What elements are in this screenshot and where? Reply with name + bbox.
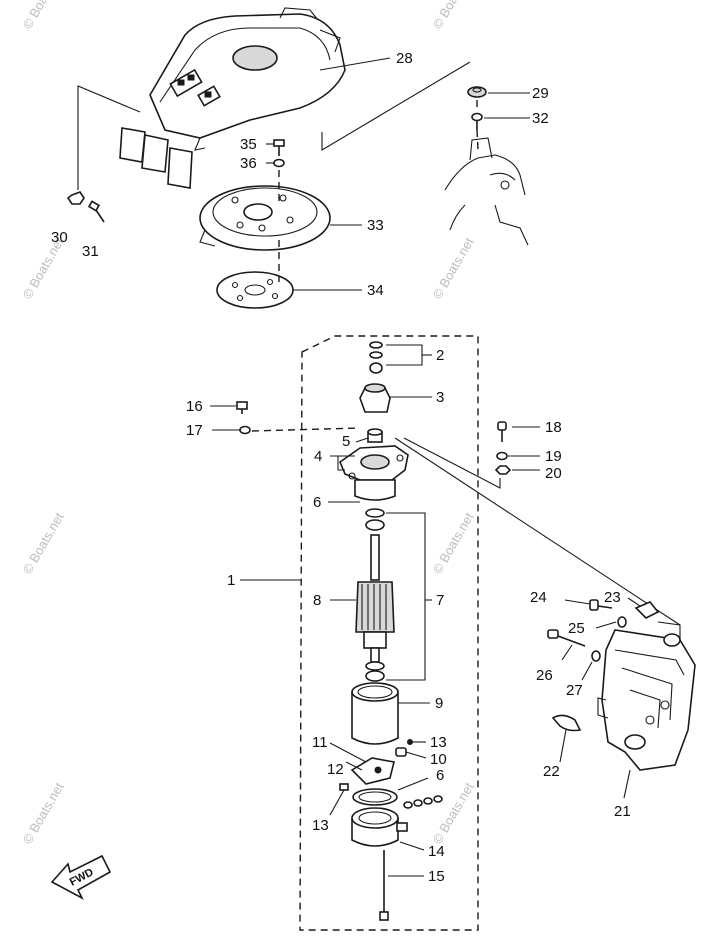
bolt-24 xyxy=(589,599,613,611)
starter-group-box xyxy=(299,335,479,931)
clamp-23 xyxy=(634,601,660,619)
lower-cover-14 xyxy=(351,807,408,847)
callout-1: 1 xyxy=(227,572,235,589)
bolt-31 xyxy=(87,200,105,223)
upper-bracket-4 xyxy=(339,445,409,501)
callout-21: 21 xyxy=(614,803,631,820)
fwd-arrow: FWD xyxy=(50,854,112,900)
pinion-3 xyxy=(359,383,391,413)
callout-23: 23 xyxy=(604,589,621,606)
callout-6-lower: 6 xyxy=(436,767,444,784)
clip-22 xyxy=(551,714,582,732)
collar-5 xyxy=(367,428,383,443)
callout-3: 3 xyxy=(436,389,444,406)
brush-13-upper xyxy=(407,739,413,745)
flywheel-cover xyxy=(119,7,346,189)
watermark: © Boats.net xyxy=(20,510,67,577)
callout-14: 14 xyxy=(428,843,445,860)
callout-10: 10 xyxy=(430,751,447,768)
washer-17 xyxy=(239,425,251,435)
washer-6-upper xyxy=(365,508,385,531)
watermark: © Boats.net xyxy=(20,0,67,31)
callout-30: 30 xyxy=(51,229,68,246)
plate-gasket xyxy=(216,271,294,309)
washer-7-lower xyxy=(365,661,385,682)
callout-15: 15 xyxy=(428,868,445,885)
callout-25: 25 xyxy=(568,620,585,637)
callout-36: 36 xyxy=(240,155,257,172)
callout-labels: 1 2 3 4 5 6 6 7 8 9 10 11 12 13 13 14 15… xyxy=(51,50,631,885)
through-bolt-15 xyxy=(379,850,389,921)
callout-24: 24 xyxy=(530,589,547,606)
callout-26: 26 xyxy=(536,667,553,684)
bolt-16 xyxy=(236,401,248,414)
callout-34: 34 xyxy=(367,282,384,299)
engine-mount xyxy=(444,137,529,246)
brush-13-lower xyxy=(339,783,349,791)
watermark: © Boats.net xyxy=(430,510,477,577)
clip-2 xyxy=(369,341,383,374)
callout-27: 27 xyxy=(566,682,583,699)
callout-11: 11 xyxy=(312,734,328,751)
spring-10 xyxy=(395,747,407,757)
watermark: © Boats.net xyxy=(430,780,477,847)
yoke-9 xyxy=(351,682,399,745)
callout-5: 5 xyxy=(342,433,350,450)
callout-8: 8 xyxy=(313,592,321,609)
brush-holder-11 xyxy=(350,757,395,785)
callout-17: 17 xyxy=(186,422,203,439)
nut-30 xyxy=(66,191,85,205)
callout-2: 2 xyxy=(436,347,444,364)
bolt-35 xyxy=(273,139,285,156)
callout-31: 31 xyxy=(82,243,99,260)
callout-18: 18 xyxy=(545,419,562,436)
flywheel-plate xyxy=(199,185,331,251)
washer-36 xyxy=(273,158,285,168)
callout-35: 35 xyxy=(240,136,257,153)
washer-19 xyxy=(496,451,508,461)
callout-4: 4 xyxy=(314,448,322,465)
callout-7: 7 xyxy=(436,592,444,609)
callout-9: 9 xyxy=(435,695,443,712)
bolt-32 xyxy=(471,112,483,130)
small-screws xyxy=(403,795,443,809)
callout-12: 12 xyxy=(327,761,344,778)
bolt-26 xyxy=(547,629,586,647)
washer-25 xyxy=(617,616,627,628)
callout-16: 16 xyxy=(186,398,203,415)
callout-33: 33 xyxy=(367,217,384,234)
watermark: © Boats.net xyxy=(430,0,477,31)
callout-6-upper: 6 xyxy=(313,494,321,511)
washer-27 xyxy=(591,650,601,662)
callout-29: 29 xyxy=(532,85,549,102)
callout-22: 22 xyxy=(543,763,560,780)
callout-32: 32 xyxy=(532,110,549,127)
grommet-29 xyxy=(467,86,487,98)
watermarks: © Boats.net © Boats.net © Boats.net © Bo… xyxy=(20,0,477,847)
washer-6-lower xyxy=(352,788,398,806)
leader-lines xyxy=(210,57,641,877)
bolt-18 xyxy=(497,421,507,442)
callout-19: 19 xyxy=(545,448,562,465)
watermark: © Boats.net xyxy=(20,780,67,847)
armature-8 xyxy=(355,534,395,663)
watermark: © Boats.net xyxy=(430,235,477,302)
callout-20: 20 xyxy=(545,465,562,482)
starter-bracket-21 xyxy=(597,629,696,771)
nut-20 xyxy=(494,465,512,475)
callout-13-upper: 13 xyxy=(430,734,447,751)
callout-28: 28 xyxy=(396,50,413,67)
callout-13-lower: 13 xyxy=(312,817,329,834)
